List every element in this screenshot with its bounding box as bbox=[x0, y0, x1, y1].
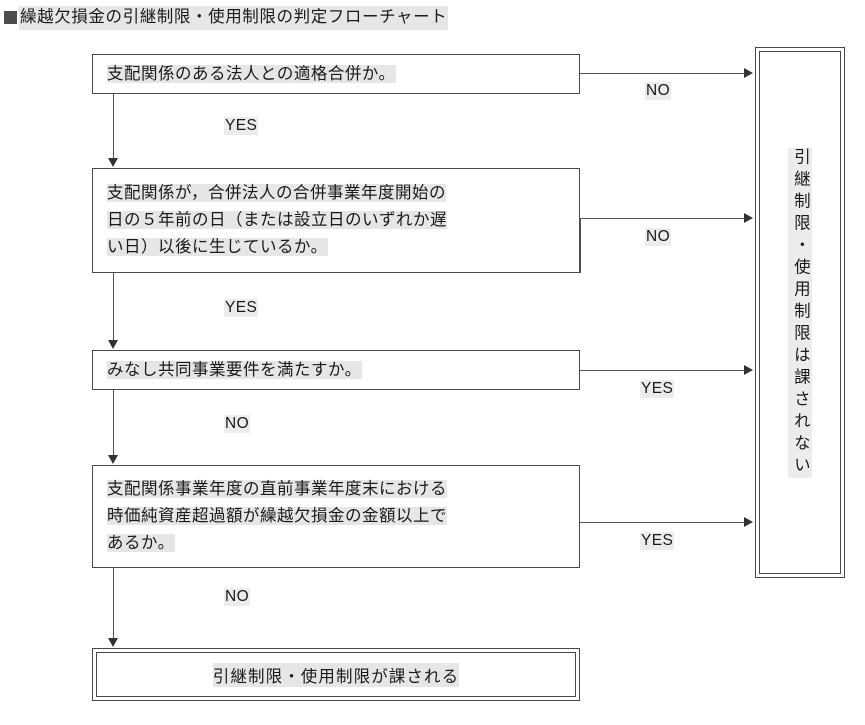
decision-box-q4-text-3: あるか。 bbox=[107, 533, 175, 552]
edge-q3-yes-arrowhead-icon bbox=[744, 365, 753, 375]
edge-label-q2-no: NO bbox=[645, 228, 672, 246]
edge-q2-no-line bbox=[580, 218, 746, 219]
edge-q3-no-arrowhead-icon bbox=[108, 455, 118, 464]
terminal-box-restricted-text: 引継制限・使用制限が課される bbox=[212, 662, 460, 687]
decision-box-q3: みなし共同事業要件を満たすか。 bbox=[92, 350, 580, 390]
terminal-box-not-restricted: 引継制限・使用制限は課されない bbox=[755, 47, 845, 578]
decision-box-q4-text-2: 時価純資産超過額が繰越欠損金の金額以上で bbox=[107, 507, 447, 526]
edge-label-q4-no: NO bbox=[224, 588, 251, 606]
decision-box-q3-line-1: みなし共同事業要件を満たすか。 bbox=[107, 357, 565, 384]
decision-box-q4-line-3: あるか。 bbox=[107, 530, 565, 557]
edge-q2-yes-arrowhead-icon bbox=[108, 340, 118, 349]
edge-q3-no-line bbox=[113, 390, 114, 455]
edge-q2-no-arrowhead-icon bbox=[744, 213, 753, 223]
edge-q4-no-line bbox=[113, 568, 114, 638]
decision-box-q1: 支配関係のある法人との適格合併か。 bbox=[92, 54, 580, 94]
edge-q1-no-line bbox=[580, 73, 746, 74]
decision-box-q2-text-1: 支配関係が，合併法人の合併事業年度開始の bbox=[107, 184, 447, 203]
edge-label-q1-no: NO bbox=[645, 82, 672, 100]
edge-q1-yes-arrowhead-icon bbox=[108, 158, 118, 167]
decision-box-q2-line-3: い日）以後に生じているか。 bbox=[107, 234, 565, 261]
edge-label-q4-yes: YES bbox=[640, 532, 675, 550]
edge-label-q3-no: NO bbox=[224, 415, 251, 433]
decision-box-q2-text-2: 日の５年前の日（または設立日のいずれか遅 bbox=[107, 211, 447, 230]
terminal-box-not-restricted-text: 引継制限・使用制限は課されない bbox=[787, 147, 813, 478]
edge-label-q3-yes: YES bbox=[640, 380, 675, 398]
decision-box-q2: 支配関係が，合併法人の合併事業年度開始の 日の５年前の日（または設立日のいずれか… bbox=[92, 168, 580, 273]
decision-box-q2-line-1: 支配関係が，合併法人の合併事業年度開始の bbox=[107, 180, 565, 207]
edge-q4-yes-arrowhead-icon bbox=[744, 517, 753, 527]
decision-box-q4-line-2: 時価純資産超過額が繰越欠損金の金額以上で bbox=[107, 503, 565, 530]
edge-label-q2-yes: YES bbox=[224, 299, 259, 317]
page-title-text: 繰越欠損金の引継制限・使用制限の判定フローチャート bbox=[19, 6, 449, 30]
decision-box-q1-line-1: 支配関係のある法人との適格合併か。 bbox=[107, 61, 565, 88]
decision-box-q4-text-1: 支配関係事業年度の直前事業年度末における bbox=[107, 480, 447, 499]
edge-label-q1-yes: YES bbox=[224, 117, 259, 135]
decision-box-q2-text-3: い日）以後に生じているか。 bbox=[107, 237, 328, 256]
edge-q1-yes-line bbox=[113, 94, 114, 158]
edge-q4-yes-line bbox=[580, 522, 746, 523]
edge-q3-yes-line bbox=[580, 370, 746, 371]
decision-box-q3-text-1: みなし共同事業要件を満たすか。 bbox=[107, 360, 362, 379]
page-title: 繰越欠損金の引継制限・使用制限の判定フローチャート bbox=[4, 6, 449, 30]
decision-box-q4: 支配関係事業年度の直前事業年度末における 時価純資産超過額が繰越欠損金の金額以上… bbox=[92, 465, 580, 568]
edge-q4-no-arrowhead-icon bbox=[108, 638, 118, 647]
black-square-marker-icon bbox=[4, 11, 17, 25]
edge-q2-yes-line bbox=[113, 273, 114, 340]
decision-box-q2-line-2: 日の５年前の日（または設立日のいずれか遅 bbox=[107, 207, 565, 234]
decision-box-q4-line-1: 支配関係事業年度の直前事業年度末における bbox=[107, 476, 565, 503]
terminal-box-restricted: 引継制限・使用制限が課される bbox=[92, 648, 580, 701]
edge-q2-no-stub bbox=[580, 218, 581, 273]
decision-box-q1-text-1: 支配関係のある法人との適格合併か。 bbox=[107, 64, 396, 83]
edge-q1-no-arrowhead-icon bbox=[744, 68, 753, 78]
